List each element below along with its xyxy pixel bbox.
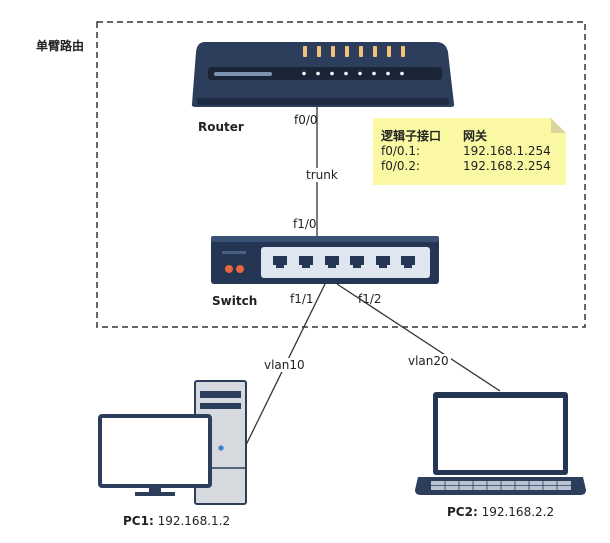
vlan20-link-label: vlan20 (406, 354, 451, 368)
note-gateway: 192.168.1.254 (463, 144, 551, 158)
pc2-name: PC2: (447, 505, 478, 519)
pc1-desktop-icon (98, 380, 247, 505)
pc2-laptop-icon (415, 392, 586, 495)
note-subinterface: f0/0.2: (381, 159, 421, 173)
trunk-link-label: trunk (304, 168, 340, 182)
switch-label: Switch (212, 294, 258, 308)
pc1-ip: 192.168.1.2 (157, 514, 231, 528)
note-gateway: 192.168.2.254 (463, 159, 551, 173)
link-switch-pc2 (336, 283, 501, 392)
pc2-caption: PC2: 192.168.2.2 (447, 505, 554, 519)
note-shape (373, 118, 566, 185)
pc2-ip: 192.168.2.2 (481, 505, 555, 519)
note-header-row: 逻辑子接口 网关 (381, 129, 551, 144)
vlan10-link-label: vlan10 (262, 358, 307, 372)
note-header-subinterface: 逻辑子接口 (381, 129, 442, 143)
pc1-caption: PC1: 192.168.1.2 (123, 514, 230, 528)
router-label: Router (198, 120, 244, 134)
switch-port-pc2-label: f1/2 (358, 292, 382, 306)
router-port-label: f0/0 (294, 113, 318, 127)
router-on-a-stick-boundary (96, 21, 586, 328)
pc1-name: PC1: (123, 514, 154, 528)
diagram-title: 单臂路由 (36, 39, 85, 53)
note-row: f0/0.1: 192.168.1.254 (381, 144, 551, 159)
note-row: f0/0.2: 192.168.2.254 (381, 159, 551, 174)
note-subinterface: f0/0.1: (381, 144, 421, 158)
router-icon (191, 42, 455, 107)
switch-port-pc1-label: f1/1 (290, 292, 314, 306)
note-header-gateway: 网关 (463, 129, 488, 143)
switch-uplink-port-label: f1/0 (293, 217, 317, 231)
subinterface-note: 逻辑子接口 网关 f0/0.1: 192.168.1.254 f0/0.2: 1… (381, 129, 551, 174)
switch-icon (211, 236, 439, 284)
